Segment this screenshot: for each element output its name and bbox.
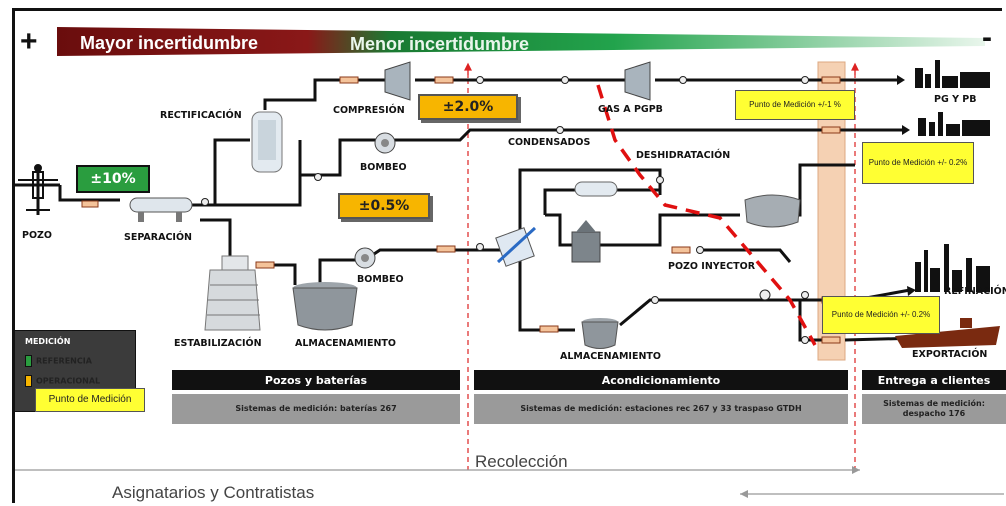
section-entrega-clientes: Entrega a clientes [862,370,1006,390]
measurement-note-2: Punto de Medición +/- 0.2% [862,142,974,184]
legend-punto-medicion: Punto de Medición [35,388,145,412]
red-dashed-path [596,84,817,346]
refinery-icon [915,244,990,292]
plant-2-icon [918,112,990,136]
uncertainty-badge-10: ±10% [76,165,150,193]
section-acondicionamiento: Acondicionamiento [474,370,848,390]
measurement-note-1: Punto de Medición +/-1 % [735,90,855,120]
boundary-arrows [464,62,859,78]
measurement-note-3: Punto de Medición +/- 0.2% [822,296,940,334]
label-condensados: CONDENSADOS [508,137,591,148]
plus-sign: + [20,25,38,58]
valves [201,76,809,344]
label-pozo-inyector: POZO INYECTOR [668,261,756,272]
compressor-icon [384,61,411,101]
label-bombeo-2: BOMBEO [357,274,404,285]
heat-exchanger-icon [495,226,537,267]
storage-tank-2-icon [581,318,619,349]
label-exportacion: EXPORTACIÓN [912,349,988,360]
flow-arrows [897,75,916,296]
label-separacion: SEPARACIÓN [124,232,192,243]
label-compresion: COMPRESIÓN [333,105,405,116]
label-rectificacion: RECTIFICACIÓN [160,110,242,121]
pump-icon-2 [354,247,376,269]
legend-referencia: REFERENCIA [25,355,92,367]
lower-uncertainty-label: Menor incertidumbre [350,34,530,54]
well-icon [18,164,58,211]
dehydration-vessel-icon [574,181,618,197]
label-pg-pb: PG Y PB [934,94,977,105]
uncertainty-gradient [57,27,985,56]
subsection-pozos-baterias: Sistemas de medición: baterías 267 [172,394,460,424]
footer-asignatarios: Asignatarios y Contratistas [112,483,315,502]
referencia-swatch [25,355,32,367]
stabilization-icon [204,255,261,331]
export-ship-icon [895,318,1000,348]
label-almacenamiento-2: ALMACENAMIENTO [560,351,661,362]
legend-title: MEDICIÓN [25,337,71,346]
subsection-entrega-clientes: Sistemas de medición: despacho 176 [862,394,1006,424]
pump-icon-1 [374,132,396,154]
section-pozos-baterias: Pozos y baterías [172,370,460,390]
compressor-2-icon [624,61,651,101]
greater-uncertainty-label: Mayor incertidumbre [80,33,259,53]
footer-recoleccion: Recolección [475,452,568,471]
label-gas-pgpb: GAS A PGPB [598,104,663,115]
rectification-icon [251,111,283,173]
label-deshidratacion: DESHIDRATACIÓN [636,150,731,161]
diagram-frame [12,8,1002,503]
label-bombeo-1: BOMBEO [360,162,407,173]
label-almacenamiento-1: ALMACENAMIENTO [295,338,396,349]
storage-tank-1-icon [292,282,358,331]
separator-icon [129,197,193,222]
subsection-acondicionamiento: Sistemas de medición: estaciones rec 267… [474,394,848,424]
uncertainty-badge-05: ±0.5% [338,193,430,219]
legend-operacional: OPERACIONAL [25,375,100,387]
dehydration-tank-icon [744,194,801,228]
filter-unit-icon [571,220,601,263]
operacional-swatch [25,375,32,387]
pg-pb-plant-icon [915,60,990,88]
label-estabilizacion: ESTABILIZACIÓN [174,338,262,349]
uncertainty-badge-2: ±2.0% [418,94,518,120]
label-pozo: POZO [22,230,53,241]
label-refinacion: REFINACIÓN [944,286,1006,297]
minus-sign: - [982,21,992,54]
